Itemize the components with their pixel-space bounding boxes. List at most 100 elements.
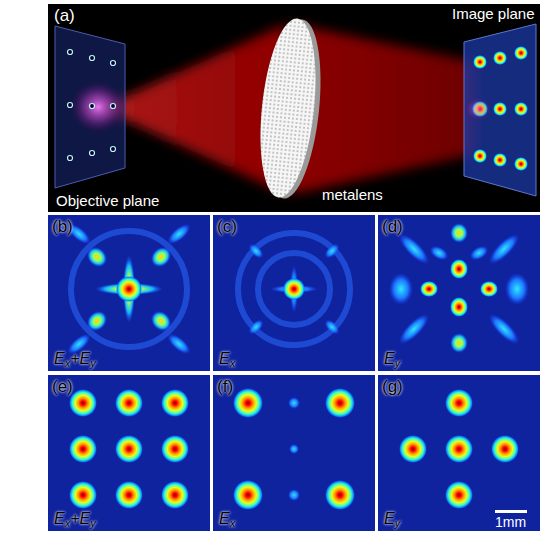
text-part: E (54, 510, 65, 527)
panel-label: (e) (52, 377, 73, 397)
focal-spot (485, 230, 523, 268)
focal-spot (233, 388, 263, 418)
field-map (213, 215, 375, 371)
panel-label: (b) (52, 217, 73, 237)
focal-spot (325, 388, 355, 418)
focal-spot (147, 243, 175, 271)
focal-spot (395, 310, 433, 348)
panel-background (48, 4, 540, 212)
focal-spot (288, 489, 300, 501)
map-background (378, 215, 540, 371)
panel-label: (a) (54, 6, 75, 26)
focal-spot (445, 435, 473, 463)
field-map (213, 375, 375, 531)
focal-spot (115, 389, 143, 417)
focal-spot (161, 435, 189, 463)
map-background (213, 375, 375, 531)
focal-spot (505, 273, 529, 305)
focal-spot (491, 435, 519, 463)
focal-spot (445, 481, 473, 509)
focal-spot (83, 307, 111, 335)
text-part: + (70, 350, 79, 367)
text-part: E (80, 350, 91, 367)
text-part: x (230, 517, 236, 529)
image-points (464, 46, 528, 171)
text-part: E (80, 510, 91, 527)
plane-label: Objective plane (56, 192, 159, 209)
focal-spot (322, 241, 342, 261)
panel-label: (d) (382, 217, 403, 237)
component-label: Ex (219, 350, 235, 370)
lens-label: metalens (322, 186, 383, 203)
focal-spot (450, 297, 468, 317)
component-label: Ex+Ey (54, 350, 96, 370)
schematic-panel (48, 4, 540, 212)
focal-spot (164, 330, 193, 357)
focal-spot (427, 243, 450, 263)
text-part: E (219, 510, 230, 527)
focal-spot (420, 281, 438, 297)
text-part: x (230, 357, 236, 369)
focal-spot (325, 480, 355, 510)
field-map (378, 215, 540, 371)
focal-spot (450, 223, 468, 243)
objective-plane (55, 26, 125, 188)
text-part: E (384, 350, 395, 367)
text-part: x (65, 357, 71, 369)
focal-spot (322, 317, 342, 337)
focal-spot (116, 276, 142, 302)
text-part: E (54, 350, 65, 367)
focal-spot (246, 241, 266, 261)
plane-label: Image plane (452, 5, 535, 22)
focal-spot (288, 397, 300, 409)
text-part: + (70, 510, 79, 527)
focal-spot (389, 273, 413, 305)
field-map (378, 375, 540, 531)
component-label: Ey (384, 350, 400, 370)
focal-spot (69, 481, 97, 509)
focal-spot (246, 317, 266, 337)
map-background (213, 215, 375, 371)
focal-spot (480, 281, 498, 297)
focal-spot (450, 333, 468, 353)
diffraction-ring (258, 253, 330, 325)
text-part: y (90, 357, 96, 369)
focal-spot (467, 243, 490, 263)
focal-spot (83, 243, 111, 271)
focal-spot (278, 273, 309, 304)
focal-spot (445, 389, 473, 417)
component-label: Ey (384, 510, 400, 530)
source-glow (70, 81, 126, 133)
component-label: Ex+Ey (54, 510, 96, 530)
image-plane (464, 24, 536, 196)
focal-spot (69, 435, 97, 463)
focal-spot (164, 220, 193, 247)
focal-spot (450, 259, 468, 279)
text-part: y (395, 357, 401, 369)
focal-spot (69, 389, 97, 417)
field-map (48, 215, 210, 371)
focal-spot (399, 435, 427, 463)
focal-spot (233, 480, 263, 510)
object-points (68, 50, 116, 161)
focal-spot (161, 481, 189, 509)
text-part: E (219, 350, 230, 367)
text-part: x (65, 517, 71, 529)
focal-spot (115, 481, 143, 509)
text-part: E (384, 510, 395, 527)
scale-label: 1mm (495, 514, 526, 530)
metalens-illustration (253, 16, 324, 200)
component-label: Ex (219, 510, 235, 530)
focal-spot (485, 310, 523, 348)
map-background (378, 375, 540, 531)
map-background (48, 215, 210, 371)
focal-spot (289, 444, 299, 454)
diffraction-ring (238, 233, 350, 345)
field-map (48, 375, 210, 531)
focal-spot (115, 435, 143, 463)
panel-label: (g) (382, 377, 403, 397)
panel-label: (c) (217, 217, 237, 237)
